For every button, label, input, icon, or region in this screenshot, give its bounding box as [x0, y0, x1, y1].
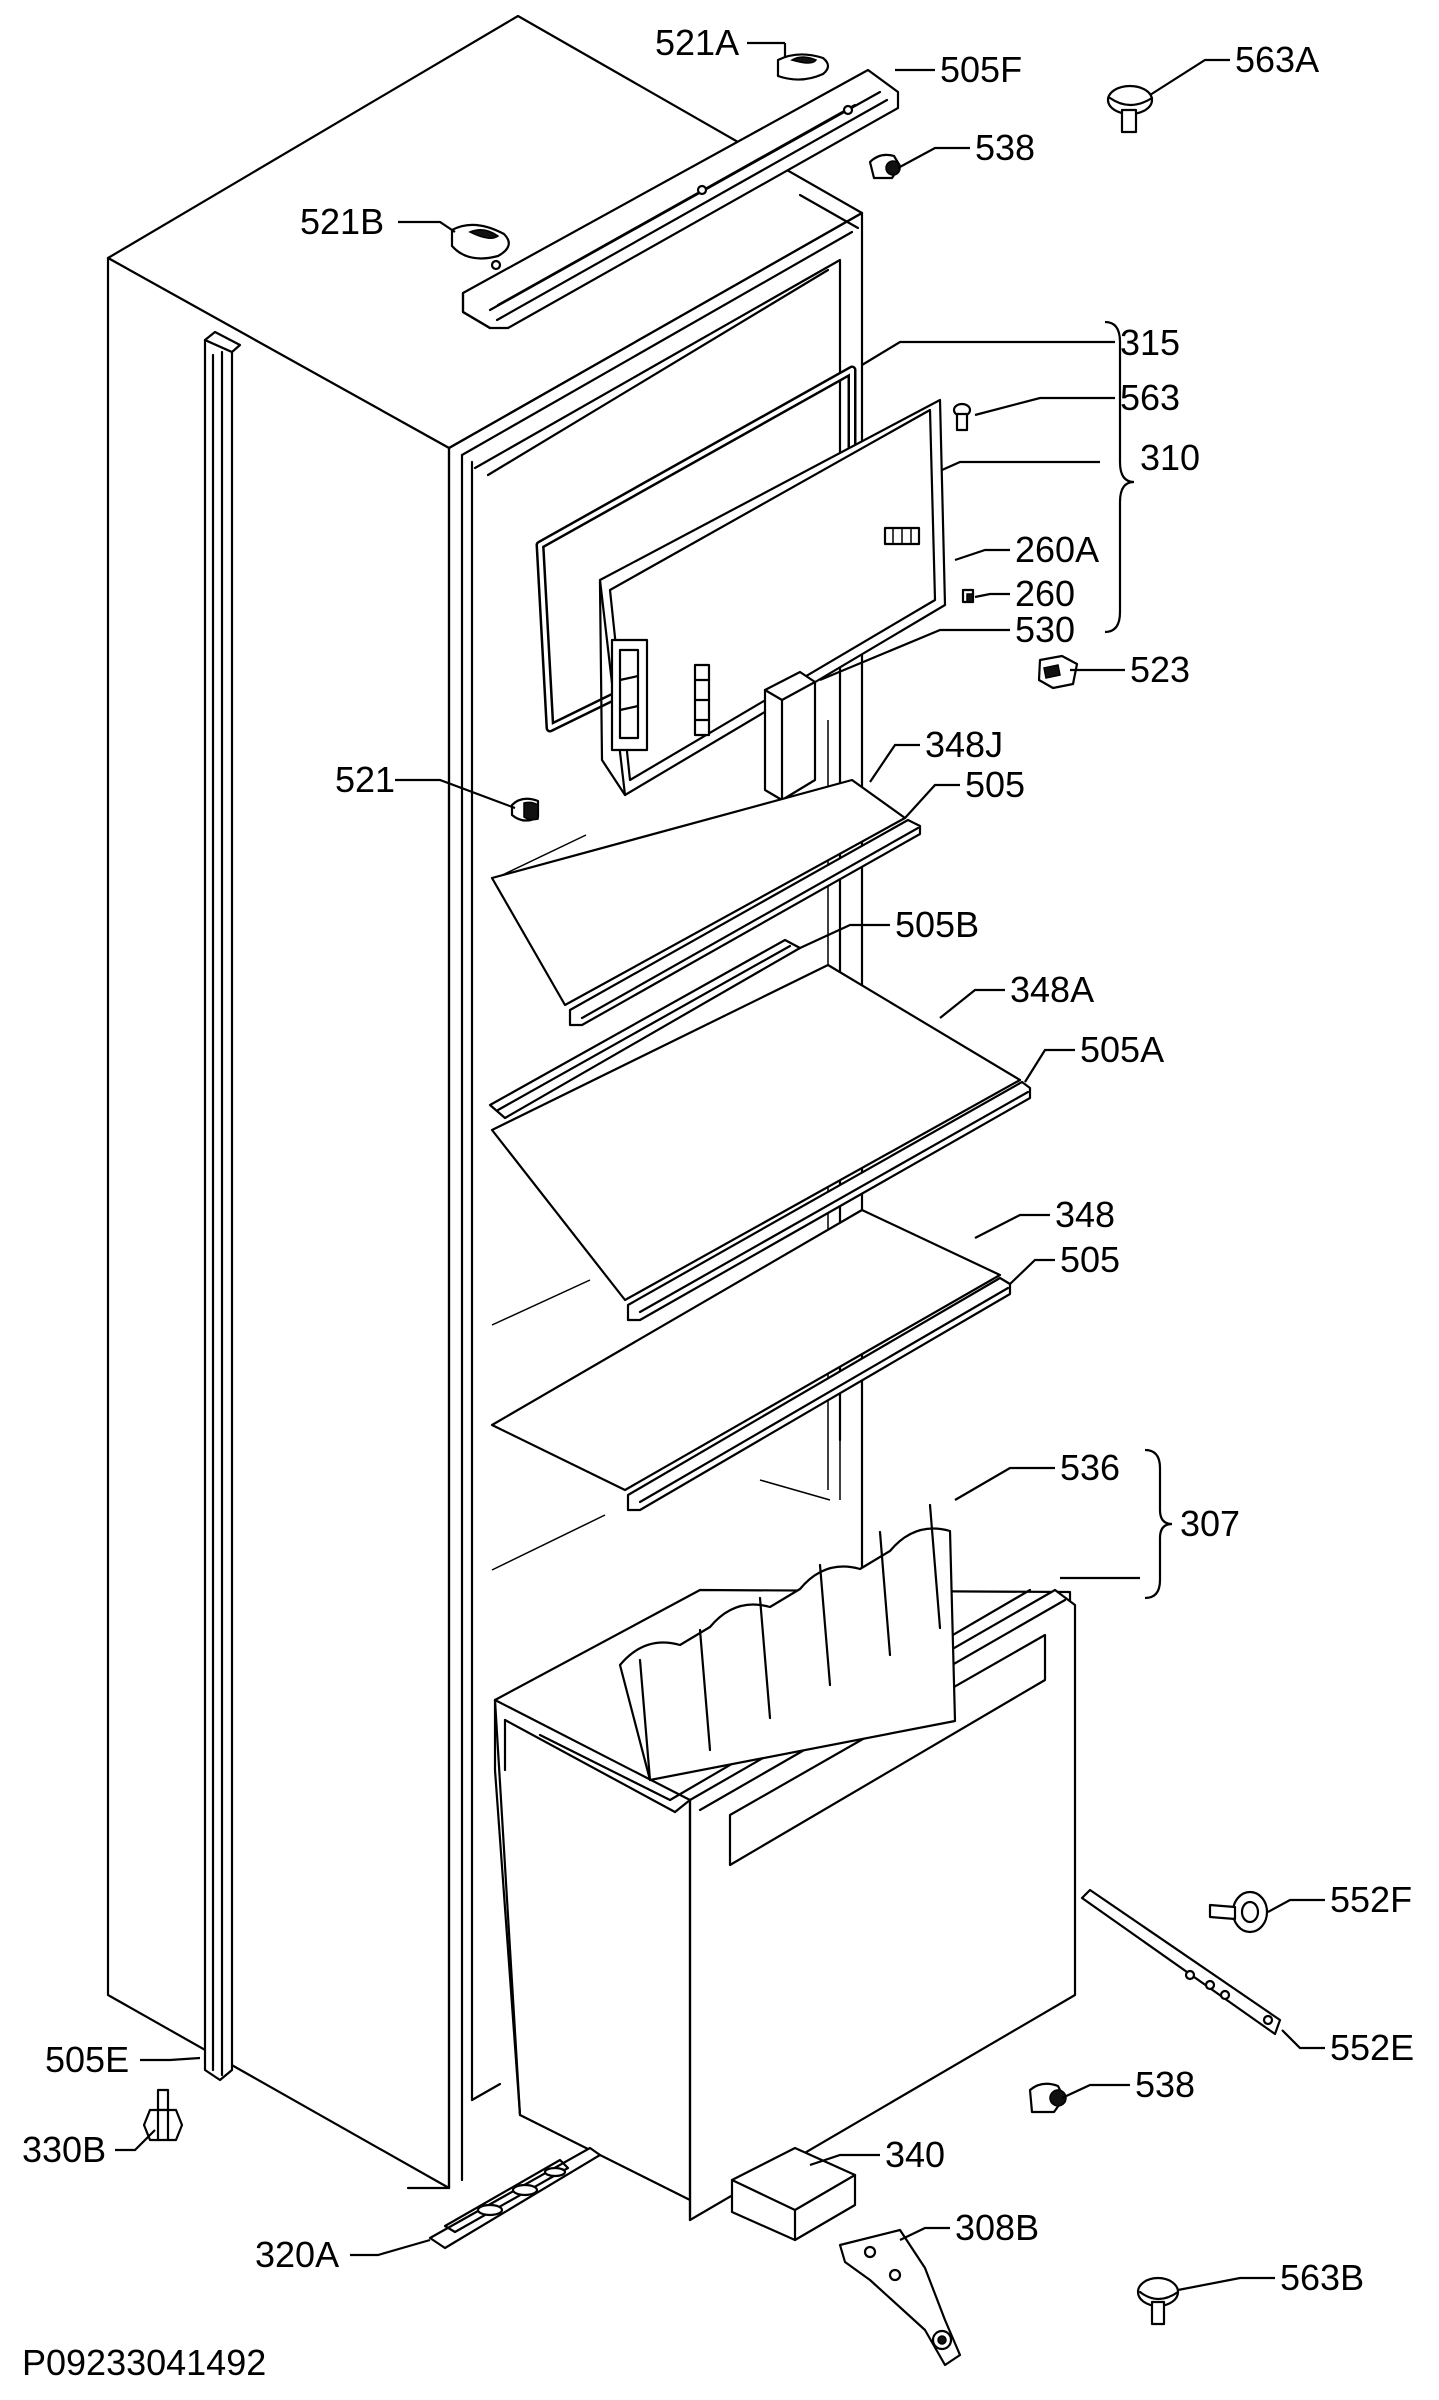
label-348: 348: [1055, 1194, 1115, 1235]
drawer-divider-536: [618, 1503, 957, 1782]
screw-563b: [1136, 2276, 1180, 2326]
bottom-hinge-308b: [838, 2228, 962, 2367]
screw-563a: [1106, 84, 1154, 134]
block-340: [730, 2146, 857, 2242]
drawing-code: P09233041492: [22, 2342, 266, 2383]
door-stop-523: [1037, 654, 1079, 690]
bracket-brace-310: [1104, 320, 1135, 634]
door-seal-profile-505e: [203, 330, 242, 2082]
glass-shelf-348: [490, 1208, 1002, 1492]
shelf-trim-505-lower: [626, 1276, 1012, 1512]
bracket-brace-307: [1144, 1448, 1173, 1600]
part-labels: 521A 505F 563A 538 521B 315 563 310 260A…: [22, 22, 1414, 2383]
bottom-hinge-bracket-320a: [428, 2146, 602, 2250]
label-521: 521: [335, 759, 395, 800]
label-505-upper: 505: [965, 764, 1025, 805]
freezer-compartment-door: [535, 365, 947, 797]
label-505a: 505A: [1080, 1029, 1164, 1070]
label-563: 563: [1120, 377, 1180, 418]
label-348a: 348A: [1010, 969, 1094, 1010]
label-315: 315: [1120, 322, 1180, 363]
label-505f: 505F: [940, 49, 1022, 90]
label-521b: 521B: [300, 201, 384, 242]
label-521a: 521A: [655, 22, 739, 63]
label-307: 307: [1180, 1503, 1240, 1544]
label-330b: 330B: [22, 2129, 106, 2170]
label-260: 260: [1015, 573, 1075, 614]
label-310: 310: [1140, 437, 1200, 478]
shelf-trim-505-upper: [568, 818, 922, 1027]
glass-shelf-348j: [490, 778, 907, 1007]
label-552e: 552E: [1330, 2027, 1414, 2068]
clip-260: [961, 588, 975, 604]
drawer-rail-552e: [1080, 1888, 1282, 2036]
rail-fixing-552f: [1208, 1890, 1269, 1934]
hinge-pin-538-upper: [868, 153, 902, 180]
label-563a: 563A: [1235, 39, 1319, 80]
hinge-cover-521a: [776, 53, 830, 81]
adjustable-foot-330b: [142, 2088, 184, 2142]
label-340: 340: [885, 2134, 945, 2175]
label-320a: 320A: [255, 2234, 339, 2275]
label-538-lower: 538: [1135, 2064, 1195, 2105]
label-348j: 348J: [925, 724, 1003, 765]
top-hinge-bracket-505f: [461, 68, 900, 330]
label-505b: 505B: [895, 904, 979, 945]
cap-521: [510, 797, 540, 822]
label-505e: 505E: [45, 2039, 129, 2080]
label-260a: 260A: [1015, 529, 1099, 570]
label-536: 536: [1060, 1447, 1120, 1488]
glass-shelf-348a: [490, 963, 1022, 1302]
label-308b: 308B: [955, 2207, 1039, 2248]
label-552f: 552F: [1330, 1879, 1412, 1920]
label-505-lower: 505: [1060, 1239, 1120, 1280]
label-538-upper: 538: [975, 127, 1035, 168]
hinge-cover-521b: [450, 223, 510, 260]
hinge-pin-538-lower: [1028, 2082, 1067, 2114]
leader-lines: [115, 41, 1325, 2292]
screw-563: [952, 402, 972, 432]
shelf-trim-505a: [626, 1080, 1032, 1322]
label-530: 530: [1015, 609, 1075, 650]
label-563b: 563B: [1280, 2257, 1364, 2298]
label-523: 523: [1130, 649, 1190, 690]
latch-block-530: [763, 670, 817, 802]
